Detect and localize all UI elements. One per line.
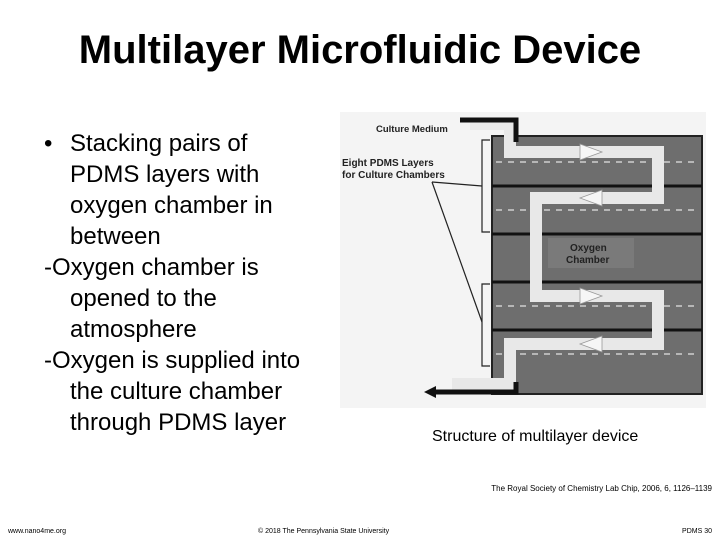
sub-line: -Oxygen is supplied into (44, 347, 301, 374)
sub-line: opened to the (70, 285, 217, 312)
oxygen-chamber-region (548, 238, 634, 268)
flow-arrow-icon (579, 143, 604, 161)
bracket-lower (481, 283, 490, 367)
slide-title: Multilayer Microfluidic Device (78, 28, 642, 72)
culture-medium-label: Culture Medium (376, 124, 448, 135)
figure-caption: Structure of multilayer device (432, 428, 639, 445)
pdms-layers-label-line1: Eight PDMS Layers (342, 158, 434, 169)
sub-line: atmosphere (70, 316, 197, 343)
flow-arrow-icon (579, 287, 604, 305)
oxygen-chamber-label-line1: Oxygen (570, 243, 607, 254)
oxygen-chamber-label-line2: Chamber (566, 255, 609, 266)
bullet-line: PDMS layers with (70, 161, 260, 188)
flow-path (452, 272, 664, 390)
footer-copyright: © 2018 The Pennsylvania State University (258, 528, 390, 535)
bullet-main: • Stacking pairs of PDMS layers with oxy… (44, 128, 354, 252)
sub-line: -Oxygen chamber is (44, 254, 259, 281)
sub-point-oxygen-supply: -Oxygen is supplied into the culture cha… (44, 345, 354, 438)
multilayer-device-diagram: Culture Medium Eight PDMS Layers for Cul… (340, 112, 706, 408)
device-stack (452, 118, 703, 395)
leader-line (431, 181, 483, 187)
footer-website: www.nano4me.org (8, 528, 66, 535)
bullet-line: Stacking pairs of (70, 130, 248, 157)
footer-page-number: PDMS 30 (682, 528, 712, 535)
outlet-tube (432, 382, 519, 395)
leader-line (431, 181, 483, 323)
sub-point-oxygen-chamber: -Oxygen chamber is opened to the atmosph… (44, 252, 354, 345)
bullet-dot-icon: • (44, 130, 53, 157)
citation: The Royal Society of Chemistry Lab Chip,… (491, 484, 712, 493)
sub-line: through PDMS layer (70, 409, 287, 436)
bullet-list: • Stacking pairs of PDMS layers with oxy… (44, 128, 354, 438)
outlet-arrow-icon (424, 386, 436, 398)
bullet-line: oxygen chamber in (70, 192, 273, 219)
flow-arrow-icon (578, 189, 603, 207)
flow-connector (530, 242, 542, 276)
pdms-layers-label-line2: for Culture Chambers (342, 170, 445, 181)
flow-path (470, 118, 664, 252)
bullet-line: between (70, 223, 161, 250)
inlet-tube (460, 117, 519, 142)
flow-arrow-icon (578, 335, 603, 353)
sub-line: the culture chamber (70, 378, 283, 405)
